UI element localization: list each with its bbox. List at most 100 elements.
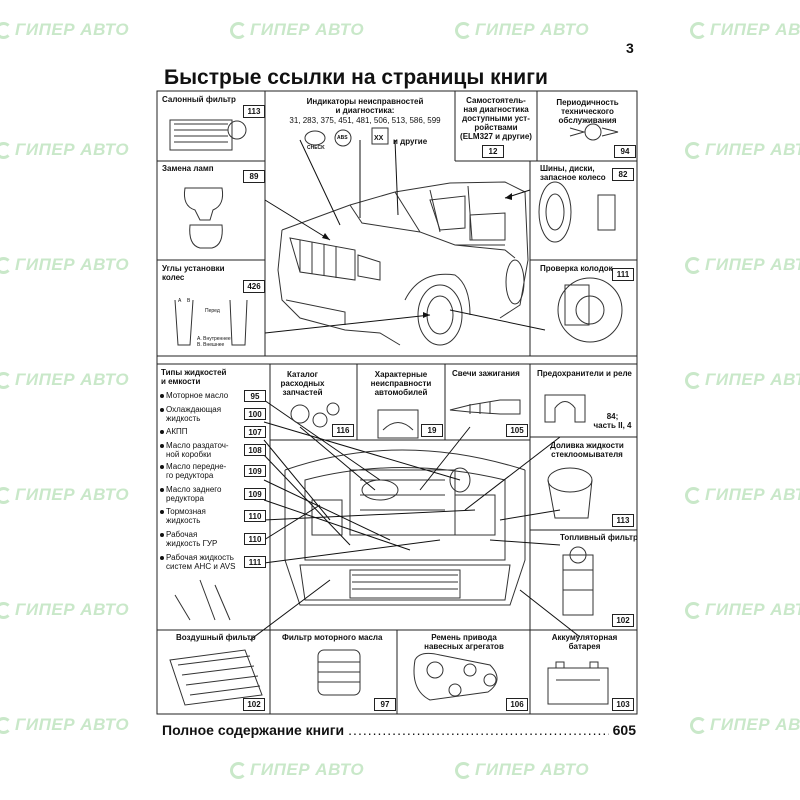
fluid-item-page[interactable]: 107 (244, 426, 266, 438)
watermark-logo-icon (230, 762, 247, 780)
fluid-item-label: Моторное масло (166, 391, 229, 400)
watermark-logo-icon (0, 602, 12, 620)
watermark-logo-icon (0, 257, 12, 275)
fluid-item-label-cont: жидкость (166, 414, 201, 423)
lamp-image (184, 187, 224, 221)
belt-page[interactable]: 106 (506, 698, 528, 711)
fuse-image (544, 394, 586, 423)
wheel-a-label: A (178, 298, 182, 304)
watermark-logo-icon (230, 22, 247, 40)
wheel-legend: A. Внутреннее B. Внешнее (197, 336, 231, 348)
belt-label: Ремень привода навесных агрегатов (424, 633, 504, 651)
watermark: ГИПЕР АВТО (455, 20, 589, 40)
fluid-item-page[interactable]: 100 (244, 408, 266, 420)
self-diag-page[interactable]: 12 (482, 145, 504, 158)
lamps-page[interactable]: 89 (243, 170, 265, 183)
fluid-item-label-cont: ной коробки (166, 450, 212, 459)
check-engine-icon (304, 130, 326, 146)
catalog-page[interactable]: 116 (332, 424, 354, 437)
watermark-text: ГИПЕР АВТО (705, 370, 800, 389)
maintenance-gear-icon (584, 123, 602, 141)
engine-bay-illustration (174, 449, 526, 621)
fluid-item-label: Масло заднего (166, 485, 222, 494)
watermark: ГИПЕР АВТО (685, 140, 800, 160)
oil-filter-page[interactable]: 97 (374, 698, 396, 711)
watermark-text: ГИПЕР АВТО (250, 760, 365, 779)
leader-dots: ........................................… (348, 722, 636, 738)
fluid-item-page[interactable]: 95 (244, 390, 266, 402)
fuel-filter-page[interactable]: 102 (612, 614, 634, 627)
watermark-text: ГИПЕР АВТО (705, 485, 800, 504)
air-filter-page[interactable]: 102 (243, 698, 265, 711)
faults-image (377, 409, 419, 439)
watermark: ГИПЕР АВТО (690, 20, 800, 40)
fluid-item-page[interactable]: 108 (244, 444, 266, 456)
suv-illustration (277, 181, 529, 346)
fuel-filter-label: Топливный фильтр (560, 533, 638, 542)
fluid-item-label: Рабочая жидкость (166, 553, 234, 562)
washer-image (547, 467, 593, 493)
maintenance-label: Периодичность технического обслуживания (556, 98, 619, 125)
watermark-text: ГИПЕР АВТО (15, 20, 130, 39)
wheel-angles-page[interactable]: 426 (243, 280, 265, 293)
fluid-item-page[interactable]: 110 (244, 533, 266, 545)
watermark: ГИПЕР АВТО (685, 370, 800, 390)
spark-plugs-page[interactable]: 105 (506, 424, 528, 437)
watermark-logo-icon (685, 142, 702, 160)
fluid-item-label-cont: жидкость ГУР (166, 539, 218, 548)
watermark: ГИПЕР АВТО (230, 20, 364, 40)
fuel-filter-image (562, 554, 594, 616)
bullet-icon (160, 555, 164, 560)
brakes-page[interactable]: 111 (612, 268, 634, 281)
fluid-item-label: Охлаждающая (166, 405, 222, 414)
bullet-icon (160, 407, 164, 412)
watermark: ГИПЕР АВТО (455, 760, 589, 780)
oil-filter-label: Фильтр моторного масла (282, 633, 383, 642)
fluid-item-label-cont: жидкость (166, 516, 201, 525)
fluid-item: Масло передне-го редуктора (160, 462, 264, 480)
bullet-icon (160, 429, 164, 434)
fluid-item: Моторное масло (160, 391, 264, 400)
watermark-text: ГИПЕР АВТО (15, 255, 130, 274)
full-contents-link[interactable]: Полное содержание книги.................… (162, 722, 636, 738)
fluid-item-page[interactable]: 110 (244, 510, 266, 522)
battery-page[interactable]: 103 (612, 698, 634, 711)
watermark-text: ГИПЕР АВТО (705, 600, 800, 619)
fluid-item-page[interactable]: 111 (244, 556, 266, 568)
cabin-filter-page[interactable]: 113 (243, 105, 265, 118)
watermark-logo-icon (455, 22, 472, 40)
wheel-b-label: B (187, 298, 191, 304)
watermark-text: ГИПЕР АВТО (705, 140, 800, 159)
fluid-item-label-cont: систем AHC и AVS (166, 562, 236, 571)
bullet-icon (160, 393, 164, 398)
fluid-item: АКПП (160, 427, 264, 436)
watermark-text: ГИПЕР АВТО (250, 20, 365, 39)
watermark-text: ГИПЕР АВТО (710, 20, 800, 39)
watermark-logo-icon (685, 602, 702, 620)
indicators-pages[interactable]: 31, 283, 375, 451, 481, 506, 513, 586, 5… (289, 116, 441, 125)
watermark: ГИПЕР АВТО (0, 370, 129, 390)
maintenance-page[interactable]: 94 (614, 145, 636, 158)
watermark-text: ГИПЕР АВТО (475, 760, 590, 779)
tires-page[interactable]: 82 (612, 168, 634, 181)
watermark: ГИПЕР АВТО (0, 485, 129, 505)
fluid-item-page[interactable]: 109 (244, 465, 266, 477)
watermark: ГИПЕР АВТО (685, 255, 800, 275)
fluid-item: Масло раздаточ-ной коробки (160, 441, 264, 459)
fluid-item-page[interactable]: 109 (244, 488, 266, 500)
indicators-others: и другие (393, 137, 428, 146)
watermark-text: ГИПЕР АВТО (705, 255, 800, 274)
abs-text: ABS (337, 135, 348, 141)
watermark-logo-icon (0, 717, 12, 735)
faults-page[interactable]: 19 (421, 424, 443, 437)
watermark: ГИПЕР АВТО (0, 140, 129, 160)
tire-image (538, 181, 572, 243)
watermark: ГИПЕР АВТО (685, 485, 800, 505)
fuses-page[interactable]: 84; часть II, 4 (593, 412, 632, 430)
air-filter-label: Воздушный фильтр (176, 633, 256, 642)
page-title: Быстрые ссылки на страницы книги (164, 66, 548, 89)
washer-page[interactable]: 113 (612, 514, 634, 527)
